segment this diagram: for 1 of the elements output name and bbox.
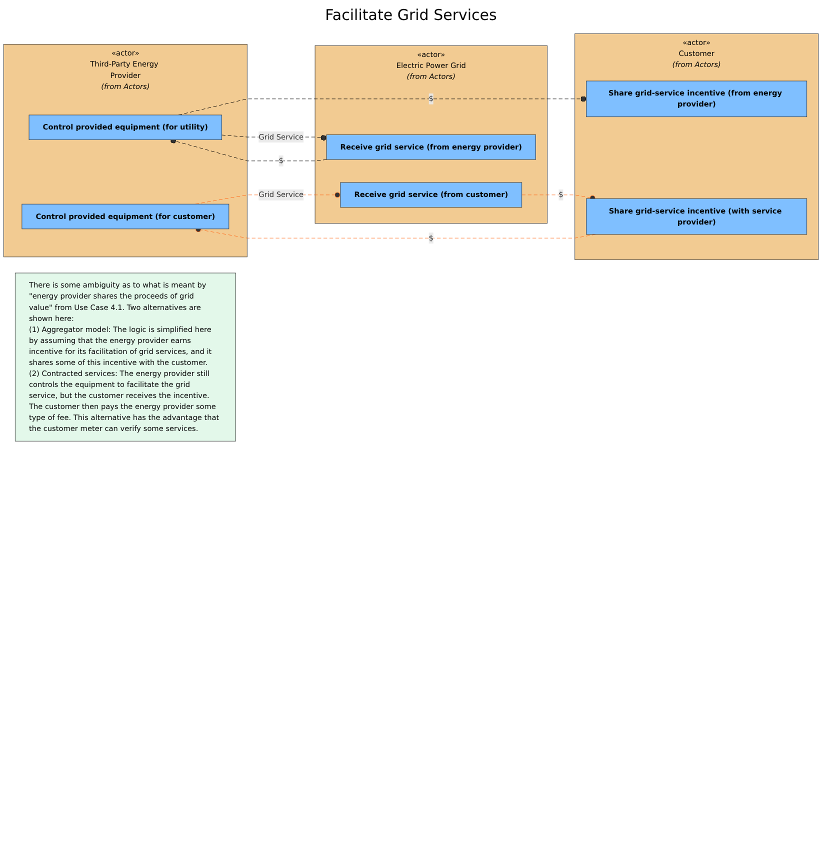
diagram-title: Facilitate Grid Services	[324, 6, 498, 24]
